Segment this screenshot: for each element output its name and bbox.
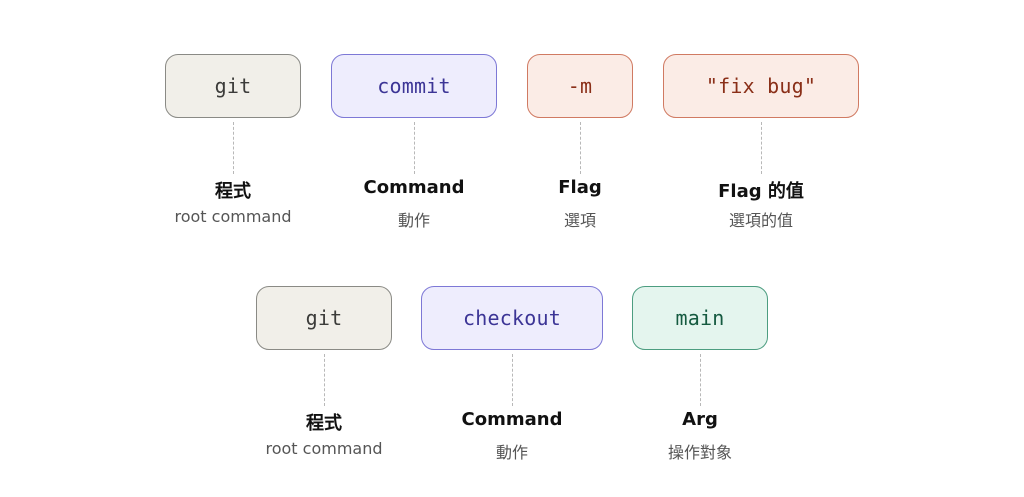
connector-line xyxy=(580,122,581,174)
part-title: 程式 xyxy=(306,413,342,434)
part-subtitle: 動作 xyxy=(495,443,528,462)
part-title: Flag xyxy=(558,177,602,198)
part-title: Command xyxy=(461,409,563,430)
part-subtitle: 選項 xyxy=(563,211,596,230)
token-flag-value: "fix bug" xyxy=(663,54,859,118)
part-subtitle: root command xyxy=(265,439,383,458)
part-title: Arg xyxy=(682,409,718,430)
command-example-commit: git 程式 root command commit Command 動作 -m… xyxy=(0,54,1024,244)
part-subtitle: root command xyxy=(174,207,292,226)
part-subtitle: 選項的值 xyxy=(728,211,793,230)
part-title: 程式 xyxy=(215,181,251,202)
token-main: main xyxy=(632,286,768,350)
token-commit: commit xyxy=(331,54,497,118)
connector-line xyxy=(700,354,701,406)
connector-line xyxy=(512,354,513,406)
part-subtitle: 動作 xyxy=(397,211,430,230)
connector-line xyxy=(761,122,762,174)
token-git: git xyxy=(165,54,301,118)
command-example-checkout: git 程式 root command checkout Command 動作 … xyxy=(0,286,1024,476)
part-title: Flag 的值 xyxy=(718,181,804,202)
part-subtitle: 操作對象 xyxy=(667,443,732,462)
part-title: Command xyxy=(363,177,465,198)
token-git: git xyxy=(256,286,392,350)
connector-line xyxy=(233,122,234,174)
connector-line xyxy=(324,354,325,406)
connector-line xyxy=(414,122,415,174)
token-checkout: checkout xyxy=(421,286,603,350)
token-flag-m: -m xyxy=(527,54,633,118)
